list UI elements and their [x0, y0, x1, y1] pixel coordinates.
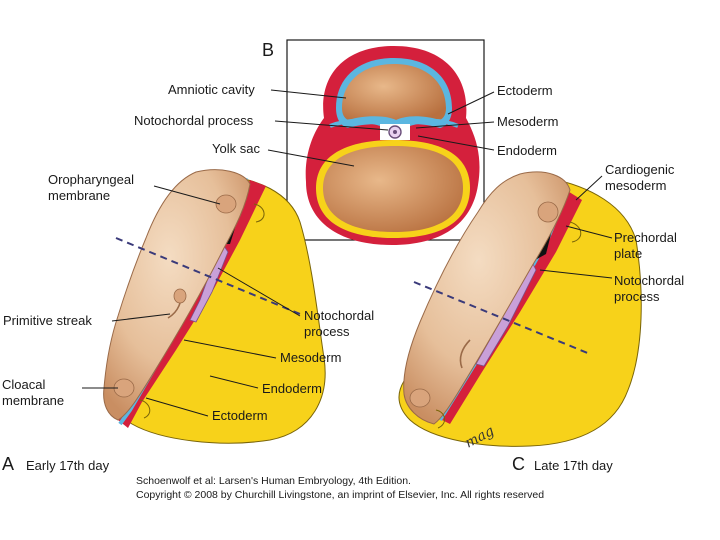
- label-prechordal-2: plate: [614, 246, 642, 261]
- oropharyngeal-membrane-a: [215, 194, 237, 214]
- label-cloacal-1: Cloacal: [2, 377, 45, 392]
- leader-mesoderm-a: [183, 339, 277, 359]
- section-line-a: [115, 237, 301, 315]
- leader-primitive-streak: [111, 313, 171, 322]
- oropharyngeal-notch-a: [253, 203, 265, 223]
- amniotic-cavity-fill: [342, 64, 446, 120]
- notochordal-core-b: [393, 130, 397, 134]
- leader-oropharyngeal: [153, 185, 221, 205]
- leader-lines: [82, 89, 613, 417]
- credit-line-2: Copyright © 2008 by Churchill Livingston…: [136, 489, 545, 501]
- leader-notochordal-process-b: [274, 120, 389, 131]
- label-amniotic-cavity: Amniotic cavity: [168, 82, 255, 97]
- panel-c: mag C Late 17th day: [398, 171, 642, 474]
- label-oropharyngeal-2: membrane: [48, 188, 110, 203]
- label-cardiogenic-2: mesoderm: [605, 178, 666, 193]
- label-primitive-streak: Primitive streak: [3, 313, 92, 328]
- label-notochordal-process-b: Notochordal process: [134, 113, 254, 128]
- cloacal-notch-c: [435, 409, 445, 429]
- panel-c-caption: Late 17th day: [534, 458, 613, 473]
- prechordal-notch-c: [569, 221, 582, 243]
- panel-a-letter: A: [2, 454, 14, 474]
- oropharyngeal-bump-c: [537, 201, 559, 223]
- label-mesoderm-b: Mesoderm: [497, 114, 558, 129]
- primitive-streak-c: [459, 339, 471, 369]
- label-prechordal-1: Prechordal: [614, 230, 677, 245]
- panel-a-caption: Early 17th day: [26, 458, 110, 473]
- leader-endoderm-a: [209, 375, 259, 389]
- label-endoderm-b: Endoderm: [497, 143, 557, 158]
- labels: Amniotic cavity Notochordal process Yolk…: [2, 82, 684, 423]
- leader-ectoderm-a: [145, 397, 209, 417]
- leader-endoderm-b: [417, 135, 495, 151]
- panel-b-letter: B: [262, 40, 274, 60]
- leader-ectoderm-b: [447, 91, 495, 115]
- label-yolk-sac: Yolk sac: [212, 141, 260, 156]
- cloacal-bump-c: [409, 388, 431, 408]
- primitive-node-a: [173, 288, 187, 304]
- panel-b: B: [262, 39, 485, 245]
- panel-c-letter: C: [512, 454, 525, 474]
- label-cloacal-2: membrane: [2, 393, 64, 408]
- label-mesoderm-a: Mesoderm: [280, 350, 341, 365]
- panel-a: A Early 17th day: [2, 169, 326, 474]
- label-notochordal-c-2: process: [614, 289, 660, 304]
- leader-yolk-sac: [267, 149, 355, 167]
- leader-prechordal: [565, 225, 613, 239]
- label-notochordal-a-1: Notochordal: [304, 308, 374, 323]
- leader-amniotic-cavity: [270, 89, 347, 99]
- leader-notochordal-c: [539, 269, 613, 279]
- label-ectoderm-a: Ectoderm: [212, 408, 268, 423]
- leader-cardiogenic: [575, 175, 603, 201]
- leader-mesoderm-b: [415, 121, 495, 129]
- section-line-c: [413, 281, 591, 355]
- label-notochordal-c-1: Notochordal: [614, 273, 684, 288]
- yolk-sac: [323, 146, 463, 232]
- cloacal-notch-a: [139, 399, 151, 419]
- ectoderm-body-c: [403, 171, 571, 425]
- label-endoderm-a: Endoderm: [262, 381, 322, 396]
- label-ectoderm-b: Ectoderm: [497, 83, 553, 98]
- credit-line-1: Schoenwolf et al: Larsen's Human Embryol…: [136, 475, 411, 487]
- label-oropharyngeal-1: Oropharyngeal: [48, 172, 134, 187]
- label-cardiogenic-1: Cardiogenic: [605, 162, 675, 177]
- label-notochordal-a-2: process: [304, 324, 350, 339]
- leader-notochordal-a: [217, 267, 301, 317]
